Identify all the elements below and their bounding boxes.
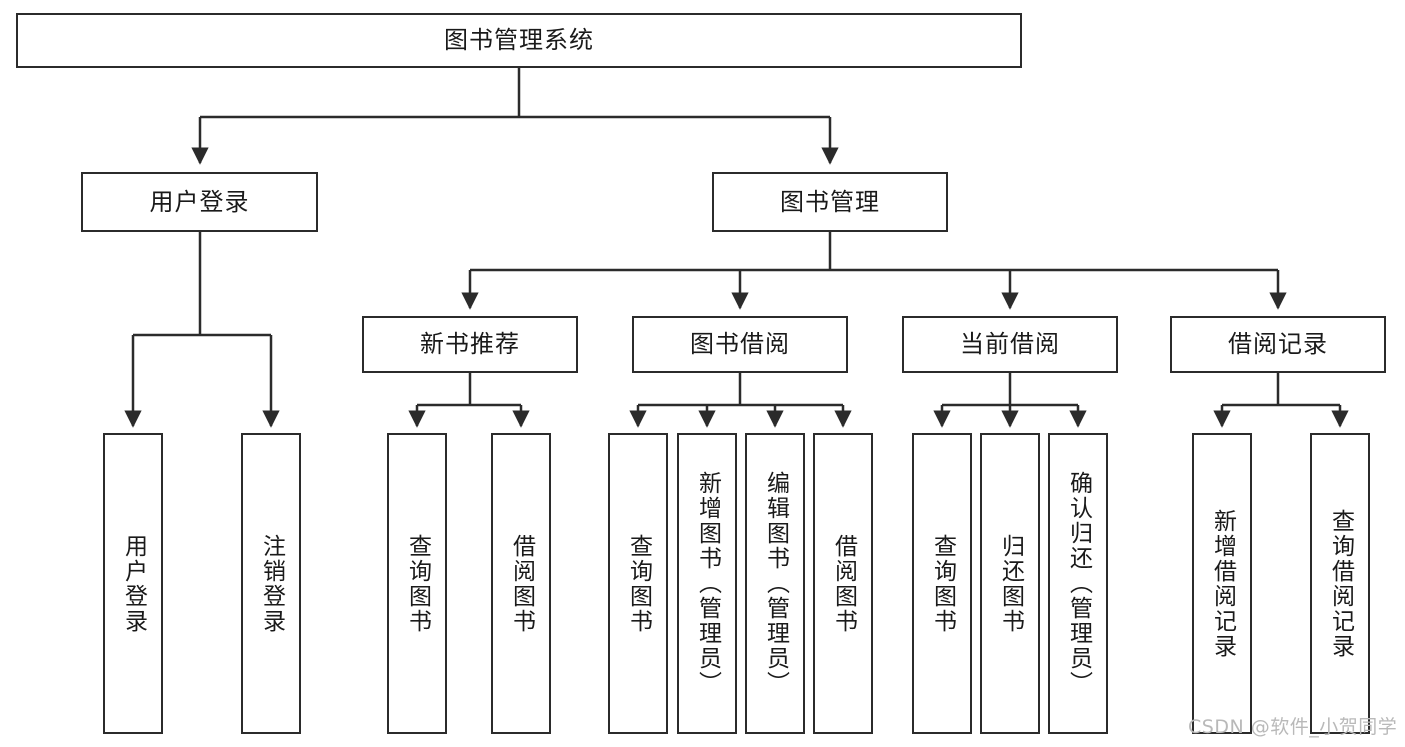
node-leaf-query-record-label: 查询借阅记录 [1327,508,1354,659]
node-leaf-add-book-label: 新增图书（管理员） [694,471,721,696]
node-leaf-borrow-book-2-label: 借阅图书 [830,533,857,634]
node-leaf-query-book-2-label: 查询图书 [625,533,652,634]
node-leaf-user-login[interactable]: 用户登录 [103,433,163,734]
node-user-login[interactable]: 用户登录 [81,172,318,232]
book-borrow-connectors [629,373,852,428]
watermark-text: CSDN @软件_小贺同学 [1188,716,1398,738]
node-book-manage[interactable]: 图书管理 [712,172,948,232]
root-connectors [191,68,839,165]
node-leaf-query-book-1[interactable]: 查询图书 [387,433,447,734]
new-book-connectors [408,373,530,428]
node-user-login-label: 用户登录 [149,187,250,216]
node-leaf-confirm-return[interactable]: 确认归还（管理员） [1048,433,1108,734]
borrow-record-connectors [1213,373,1349,428]
book-manage-connectors [461,232,1287,310]
node-book-borrow[interactable]: 图书借阅 [632,316,848,373]
node-leaf-edit-book-label: 编辑图书（管理员） [762,471,789,696]
node-borrow-record-label: 借阅记录 [1228,330,1328,359]
node-new-book-recommend[interactable]: 新书推荐 [362,316,578,373]
node-leaf-return-book-label: 归还图书 [997,533,1024,634]
node-leaf-logout-login-label: 注销登录 [258,533,285,634]
node-leaf-return-book[interactable]: 归还图书 [980,433,1040,734]
node-leaf-borrow-book-1-label: 借阅图书 [508,533,535,634]
node-leaf-user-login-label: 用户登录 [120,533,147,634]
node-leaf-query-book-3[interactable]: 查询图书 [912,433,972,734]
node-leaf-borrow-book-1[interactable]: 借阅图书 [491,433,551,734]
node-leaf-borrow-book-2[interactable]: 借阅图书 [813,433,873,734]
node-borrow-record[interactable]: 借阅记录 [1170,316,1386,373]
node-new-book-recommend-label: 新书推荐 [420,330,520,359]
node-root[interactable]: 图书管理系统 [16,13,1022,68]
node-book-manage-label: 图书管理 [780,187,880,216]
node-leaf-add-record-label: 新增借阅记录 [1209,508,1236,659]
node-book-borrow-label: 图书借阅 [690,330,790,359]
node-current-borrow-label: 当前借阅 [960,330,1060,359]
node-leaf-add-record[interactable]: 新增借阅记录 [1192,433,1252,734]
user-login-connectors [124,232,280,428]
node-leaf-query-book-3-label: 查询图书 [929,533,956,634]
node-current-borrow[interactable]: 当前借阅 [902,316,1118,373]
node-leaf-logout-login[interactable]: 注销登录 [241,433,301,734]
node-leaf-edit-book[interactable]: 编辑图书（管理员） [745,433,805,734]
node-leaf-confirm-return-label: 确认归还（管理员） [1065,471,1092,696]
node-leaf-query-record[interactable]: 查询借阅记录 [1310,433,1370,734]
current-borrow-connectors [933,373,1087,428]
node-leaf-query-book-1-label: 查询图书 [404,533,431,634]
node-leaf-add-book[interactable]: 新增图书（管理员） [677,433,737,734]
node-root-label: 图书管理系统 [444,26,594,55]
node-leaf-query-book-2[interactable]: 查询图书 [608,433,668,734]
